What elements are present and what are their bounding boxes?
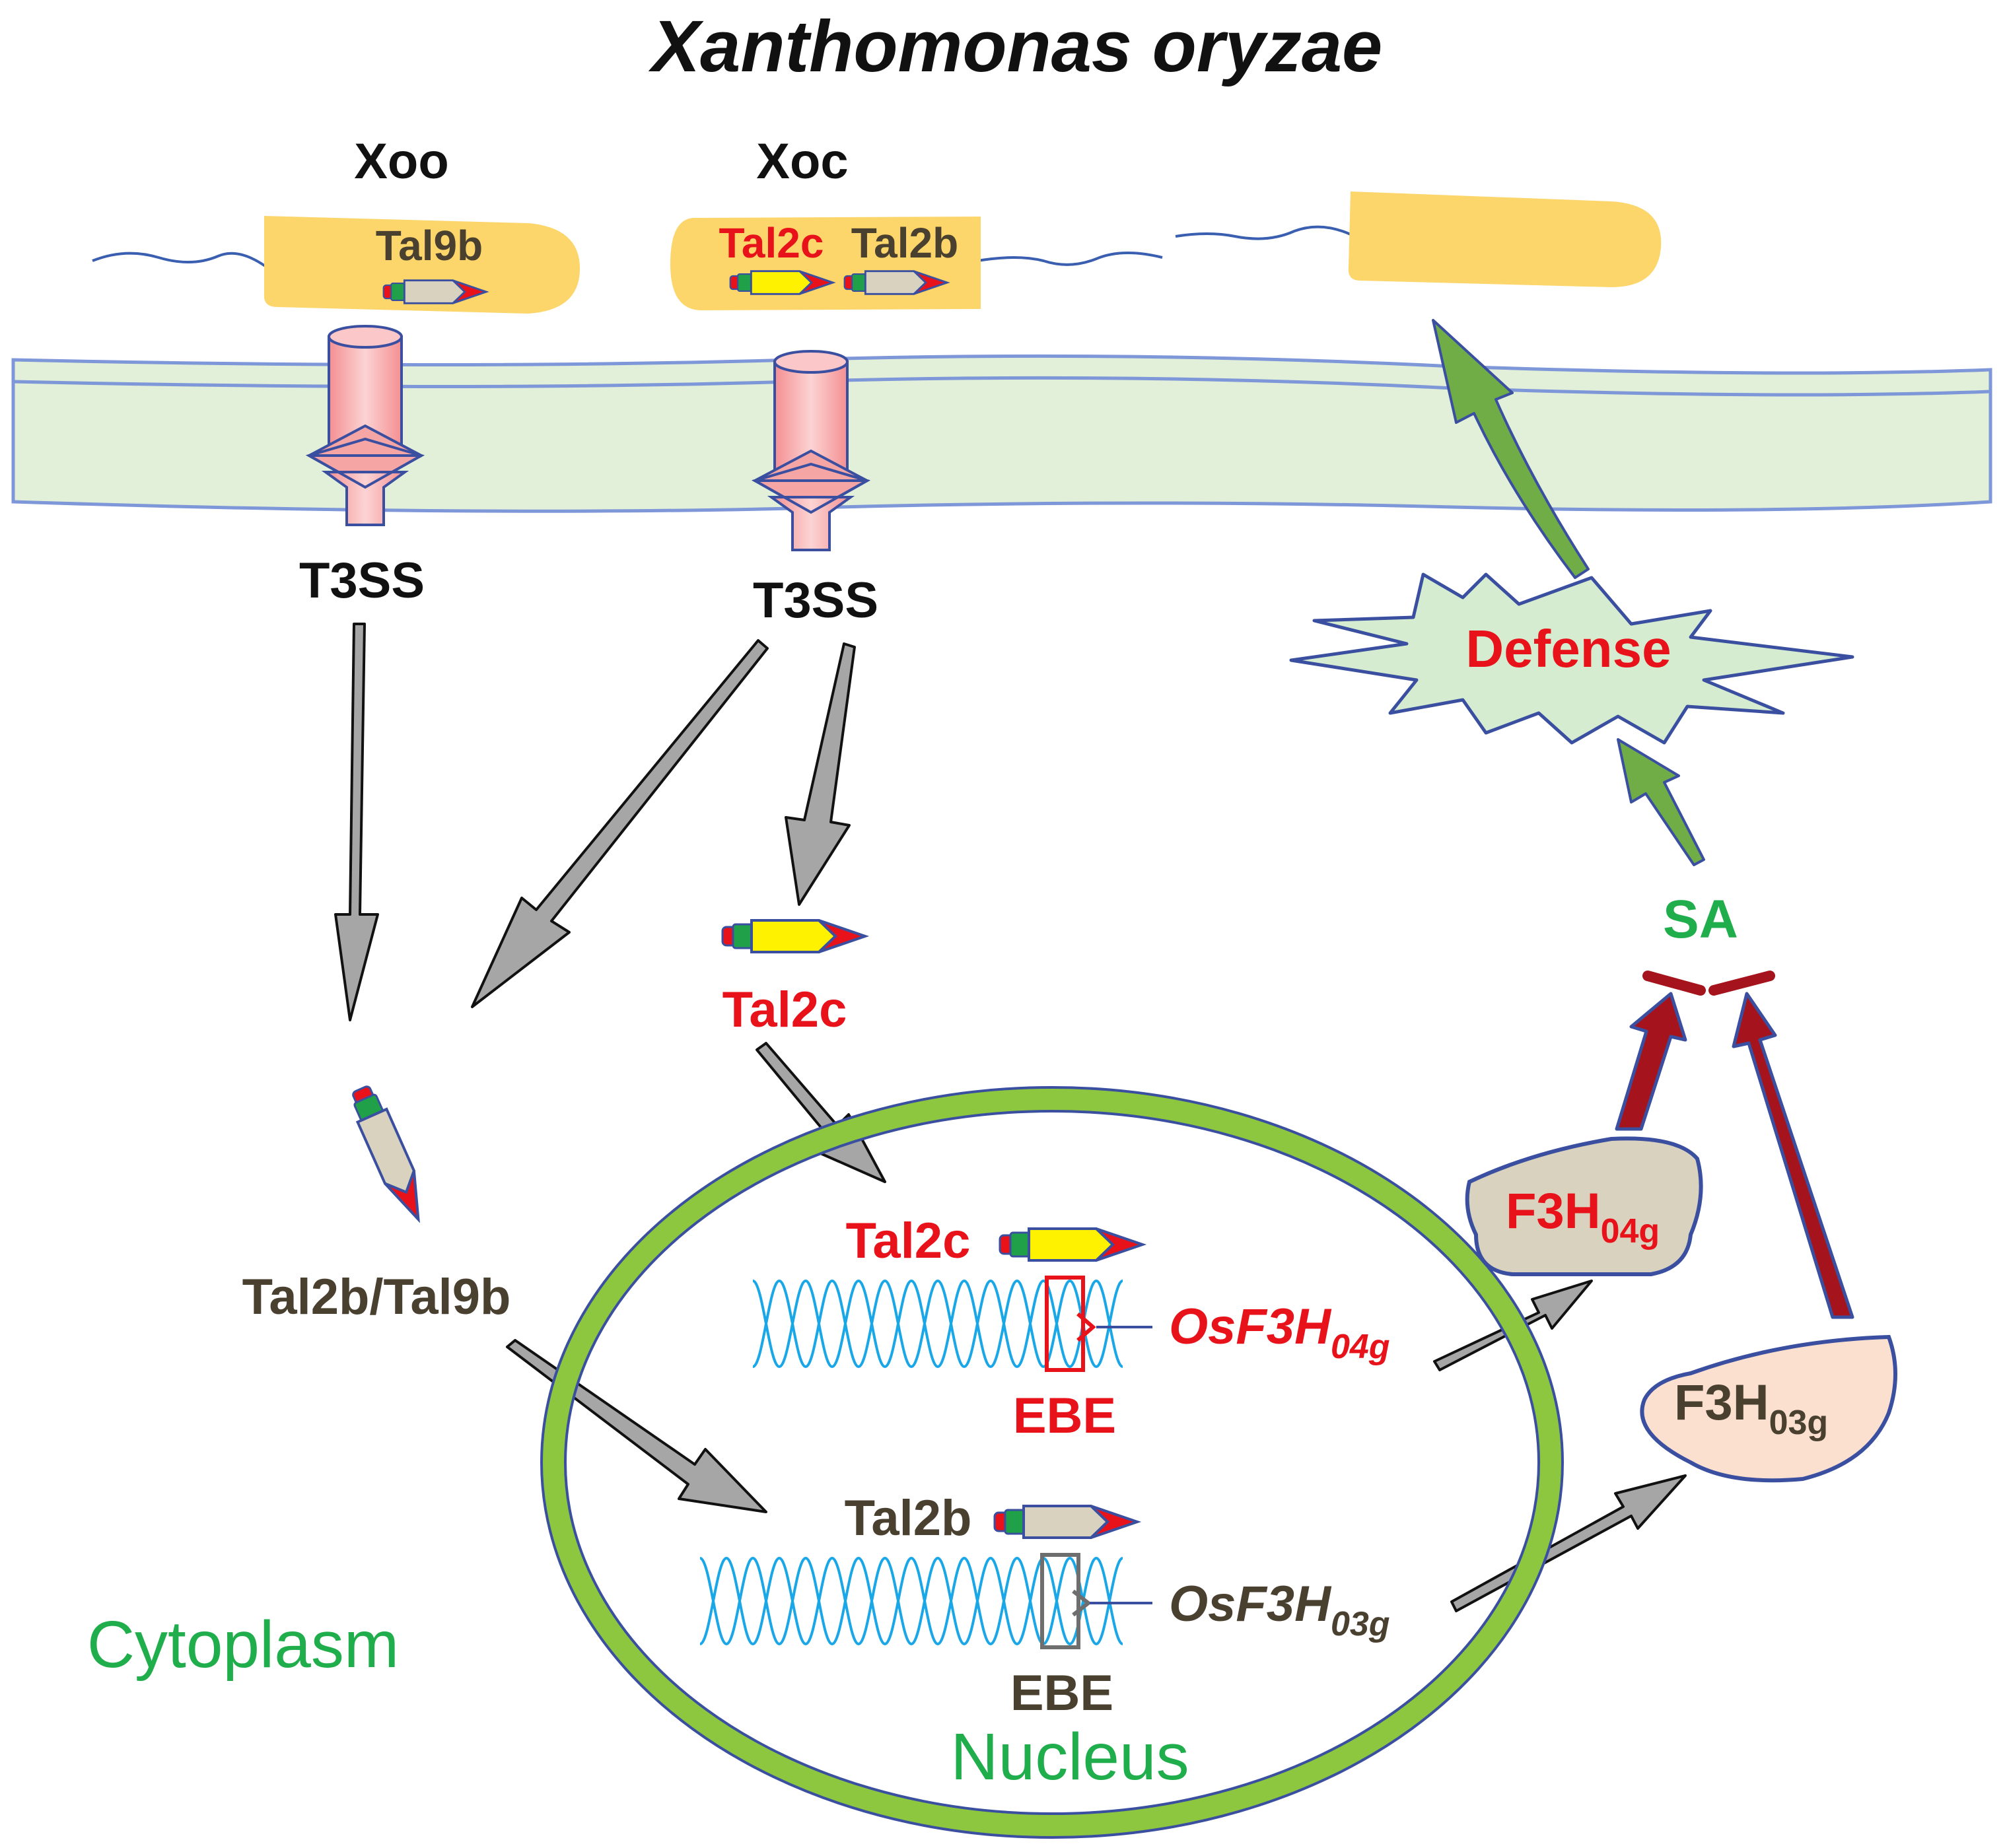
promoter-arrow-upper [1076,1312,1096,1342]
dna-helix-lower [699,1556,1124,1646]
xoc-label: Xoc [756,133,848,189]
tal2b-nucleus-protein [993,1505,1139,1539]
inhibition-bar-left [1642,971,1706,996]
nucleus-envelope-fill [543,1089,1561,1836]
arrow-defense-to-bacterium [1432,319,1590,579]
tal2c-cytoplasm-protein [721,919,866,953]
t3ss-xoo-label: T3SS [299,553,425,609]
tal9b-bacterium-label: Tal9b [376,222,483,269]
xoo-label: Xoo [354,133,449,189]
ebe-box-lower [1040,1553,1080,1649]
arrow-f3h03-to-sa [1732,992,1854,1319]
f3h04g-protein-blob [1465,1136,1703,1276]
nucleus-label: Nucleus [950,1720,1189,1794]
arrow-t3ss-xoc-to-tal2c [785,642,856,906]
f3h03g-protein-blob [1640,1334,1897,1483]
ebe-upper-label: EBE [1013,1388,1116,1444]
tal2c-nucleus-protein [999,1227,1144,1262]
diagram-title: Xanthomonas oryzae [648,6,1382,87]
defense-burst [1289,572,1854,745]
inhibition-bar-right [1708,971,1775,996]
tal2b-nucleus-label: Tal2b [845,1490,972,1546]
ebe-box-upper [1045,1276,1085,1372]
promoter-arrow-lower [1072,1589,1092,1617]
third-bacterium-flagellum [1175,225,1351,240]
tal2c-bacterium-label: Tal2c [719,219,824,267]
dna-helix-upper [752,1279,1124,1369]
arrow-t3ss-xoc-to-tal2b [471,639,769,1008]
f3h03g-protein-label: F3H03g [1674,1375,1828,1442]
arrow-sa-to-defense [1617,738,1705,866]
xoo-flagellum [92,252,265,267]
arrow-f3h04-to-sa [1615,992,1687,1131]
tal2b-bacterium-label: Tal2b [851,219,958,267]
cytoplasm-label: Cytoplasm [87,1608,399,1682]
tal2c-nucleus-label: Tal2c [846,1213,971,1269]
grey-arrows [334,623,1687,1612]
osf3h04g-gene-label: OsF3H04g [1169,1299,1390,1366]
tal2b-tal9b-label: Tal2b/Tal9b [242,1269,511,1325]
ebe-lower-label: EBE [1010,1665,1113,1721]
tal2b-tal9b-cytoplasm-protein [344,1081,435,1227]
tal2c-cytoplasm-label: Tal2c [722,982,847,1038]
xoc-flagellum [977,251,1163,266]
sa-label: SA [1663,889,1738,949]
t3ss-xoc-label: T3SS [753,572,878,629]
defense-label: Defense [1465,619,1671,678]
arrow-t3ss-xoo-to-tal [334,623,379,1021]
xoo-bacterium [264,216,580,314]
enzyme-arrows [1615,992,1854,1319]
arrow-gene03-to-protein [1450,1474,1687,1612]
third-bacterium [1348,191,1662,287]
osf3h03g-gene-label: OsF3H03g [1169,1576,1390,1643]
f3h04g-protein-label: F3H04g [1506,1183,1660,1250]
